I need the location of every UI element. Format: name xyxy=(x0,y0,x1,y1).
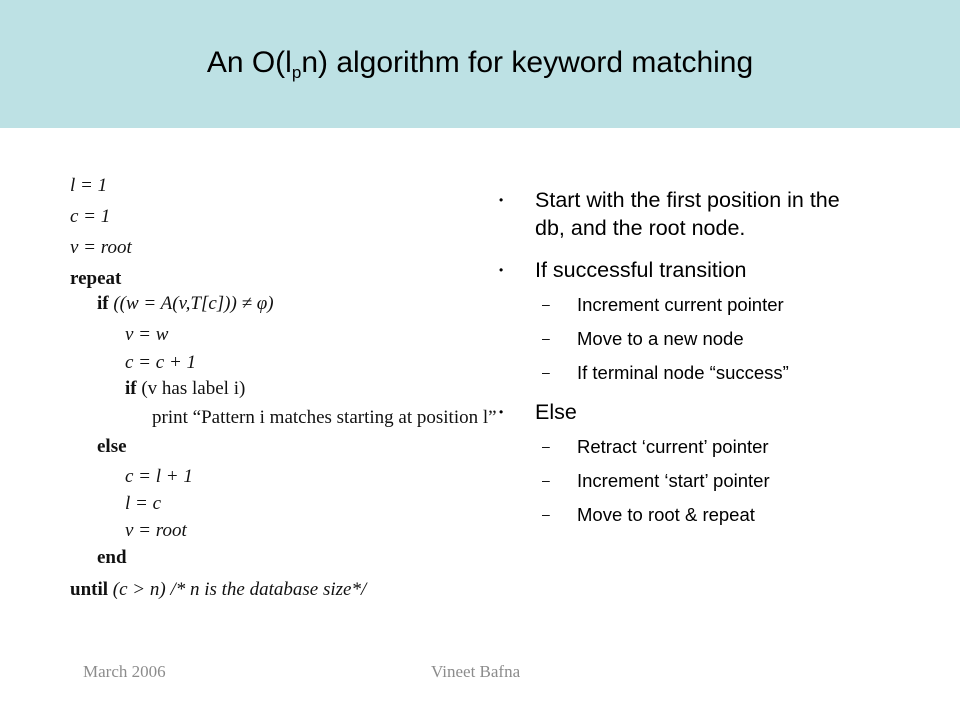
sub-bullet-text: Move to root & repeat xyxy=(577,504,755,525)
dash-marker: – xyxy=(542,296,550,312)
algo-line-until: until (c > n) /* n is the database size*… xyxy=(70,579,366,601)
algo-line-end: end xyxy=(97,547,127,568)
sub-bullet-text: Move to a new node xyxy=(577,328,744,349)
dash-marker: – xyxy=(542,506,550,522)
algo-line-if: if ((w = A(v,T[c])) ≠ φ) xyxy=(97,293,274,315)
algo-line-if-label: if (v has label i) xyxy=(125,378,245,400)
until-keyword: until xyxy=(70,579,109,600)
algo-line-l-assign: l = c xyxy=(125,493,162,514)
algo-line-repeat: repeat xyxy=(70,268,122,289)
sub-bullet-text: Retract ‘current’ pointer xyxy=(577,436,769,457)
algo-line-c-incr: c = c + 1 xyxy=(125,352,197,373)
algo-line-v-init: v = root xyxy=(70,237,132,258)
title-suffix: n) algorithm for keyword matching xyxy=(301,46,754,79)
bullet-text: If successful transition xyxy=(535,258,747,282)
footer-date: March 2006 xyxy=(83,662,166,681)
bullet-dot: • xyxy=(499,193,504,207)
slide-title: An O(lpn) algorithm for keyword matching xyxy=(0,46,960,83)
dash-marker: – xyxy=(542,364,550,380)
algo-line-l-init: l = 1 xyxy=(70,175,108,196)
title-banner: An O(lpn) algorithm for keyword matching xyxy=(0,0,960,128)
title-subscript: p xyxy=(291,63,302,82)
algo-line-c-init: c = 1 xyxy=(70,206,111,227)
dash-marker: – xyxy=(542,472,550,488)
bullet-text: Else xyxy=(535,400,577,424)
title-prefix: An O(l xyxy=(206,46,292,79)
if2-keyword: if xyxy=(125,378,137,399)
until-condition: (c > n) /* n is the database size*/ xyxy=(112,579,367,600)
dash-marker: – xyxy=(542,438,550,454)
bullet-dot: • xyxy=(499,263,504,277)
dash-marker: – xyxy=(542,330,550,346)
bullet-dot: • xyxy=(499,405,504,419)
if-condition: ((w = A(v,T[c])) ≠ φ) xyxy=(113,293,274,314)
sub-bullet-text: If terminal node “success” xyxy=(577,362,789,383)
algo-line-c-reset: c = l + 1 xyxy=(125,466,193,487)
algorithm-pseudocode: l = 1 c = 1 v = root repeat if ((w = A(v… xyxy=(70,175,497,605)
if2-condition: (v has label i) xyxy=(141,378,246,399)
algo-line-v-root: v = root xyxy=(125,520,187,541)
algo-line-else: else xyxy=(97,436,127,457)
sub-bullet-text: Increment current pointer xyxy=(577,294,784,315)
sub-bullet-text: Increment ‘start’ pointer xyxy=(577,470,770,491)
footer-author: Vineet Bafna xyxy=(431,662,521,681)
algo-line-v-assign: v = w xyxy=(125,324,169,345)
algo-line-print: print “Pattern i matches starting at pos… xyxy=(152,407,497,428)
if-keyword: if xyxy=(97,293,109,314)
bullet-text: Start with the first position in the db,… xyxy=(535,188,840,240)
